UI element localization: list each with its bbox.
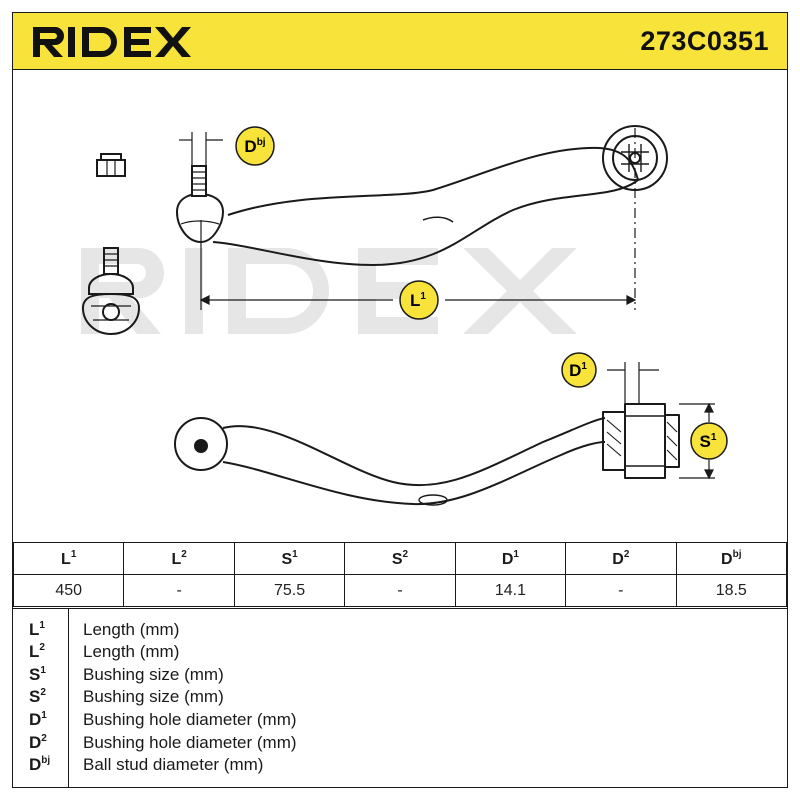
spec-header-row: L1 L2 S1 S2 D1 D2 Dbj	[12, 542, 788, 575]
legend-description: Ball stud diameter (mm)	[83, 755, 264, 774]
dimension-badge-d1: D1	[561, 352, 597, 388]
spec-header-cell: D2	[565, 542, 677, 575]
dimension-badge-s1: S1	[690, 422, 728, 460]
legend-symbol: D2	[29, 733, 47, 752]
header-bar: 273C0351	[13, 13, 787, 70]
spec-header-cell: D1	[454, 542, 567, 575]
legend-row-l1: L1 Length (mm)	[13, 620, 787, 642]
legend-description: Bushing hole diameter (mm)	[83, 733, 297, 752]
spec-header-cell: L1	[12, 542, 125, 575]
ridex-watermark	[81, 248, 577, 334]
svg-text:Dbj: Dbj	[244, 137, 265, 156]
svg-text:D1: D1	[569, 361, 587, 380]
control-arm-top-view	[212, 125, 668, 266]
technical-drawing: Dbj L1 D1 S1	[13, 70, 787, 542]
legend-row-d1: D1 Bushing hole diameter (mm)	[13, 710, 787, 732]
legend: L1 Length (mm) L2 Length (mm) S1 Bushing…	[13, 608, 787, 789]
page-frame	[12, 12, 788, 788]
spec-value-cell: 75.5	[233, 574, 346, 607]
spec-value-cell: 14.1	[454, 574, 567, 607]
spec-header-cell: Dbj	[675, 542, 788, 575]
legend-row-s1: S1 Bushing size (mm)	[13, 665, 787, 687]
spec-value-cell: 18.5	[675, 574, 788, 607]
legend-description: Bushing hole diameter (mm)	[83, 710, 297, 729]
legend-symbol: S2	[29, 687, 46, 706]
spec-header-cell: S1	[233, 542, 346, 575]
spec-table: L1 L2 S1 S2 D1 D2 Dbj 450 - 75.5 - 14.1 …	[12, 542, 788, 607]
spec-value-cell: 450	[12, 574, 125, 607]
legend-symbol: S1	[29, 665, 46, 684]
legend-row-d2: D2 Bushing hole diameter (mm)	[13, 733, 787, 755]
legend-description: Bushing size (mm)	[83, 687, 224, 706]
legend-description: Length (mm)	[83, 620, 180, 639]
dimension-lines-bottom	[607, 362, 715, 480]
legend-symbol: Dbj	[29, 755, 51, 774]
ball-joint-side-view	[81, 247, 141, 336]
castle-nut	[96, 153, 126, 177]
ridex-logo	[31, 21, 201, 66]
spec-header-cell: S2	[344, 542, 456, 575]
control-arm-side-view	[174, 403, 680, 506]
dimension-badge-dbj: Dbj	[235, 126, 275, 166]
spec-value-cell: -	[565, 574, 677, 607]
legend-description: Bushing size (mm)	[83, 665, 224, 684]
legend-row-s2: S2 Bushing size (mm)	[13, 687, 787, 709]
dimension-lines-top	[179, 128, 637, 310]
spec-value-cell: -	[344, 574, 456, 607]
svg-text:L1: L1	[410, 291, 426, 310]
legend-symbol: L2	[29, 642, 45, 661]
svg-text:S1: S1	[700, 432, 717, 451]
spec-header-cell: L2	[123, 542, 235, 575]
legend-divider	[68, 609, 69, 788]
dimension-badge-l1: L1	[399, 280, 439, 320]
legend-row-dbj: Dbj Ball stud diameter (mm)	[13, 755, 787, 777]
legend-row-l2: L2 Length (mm)	[13, 642, 787, 664]
part-number: 273C0351	[640, 26, 769, 56]
legend-symbol: D1	[29, 710, 47, 729]
legend-symbol: L1	[29, 620, 45, 639]
legend-description: Length (mm)	[83, 642, 180, 661]
spec-value-cell: -	[123, 574, 235, 607]
spec-value-row: 450 - 75.5 - 14.1 - 18.5	[12, 574, 788, 607]
ball-joint-top-view	[175, 165, 225, 244]
